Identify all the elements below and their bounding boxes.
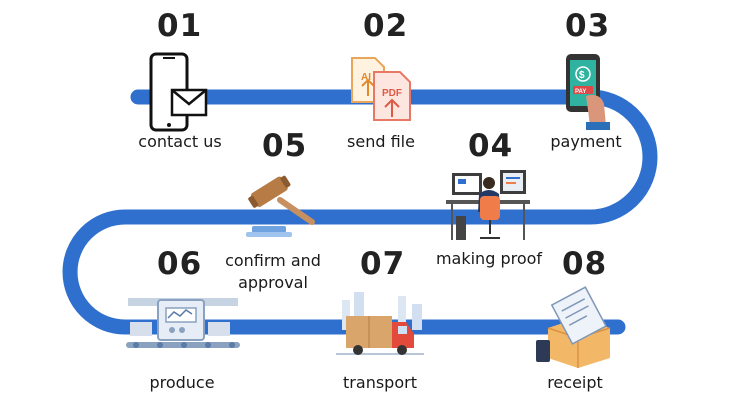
step-06-number: 06	[157, 246, 203, 282]
step-05-label: confirm and approval	[225, 251, 321, 292]
step-06-label: produce	[149, 373, 215, 392]
mobile-payment-icon: $ PAY	[566, 54, 610, 130]
factory-conveyor-icon	[126, 298, 240, 348]
designer-desk-icon	[446, 170, 530, 240]
step-03-label: payment	[550, 132, 622, 151]
phone-mail-icon	[149, 52, 208, 132]
step-01-number: 01	[157, 8, 203, 44]
step-04-number: 04	[468, 128, 514, 164]
dollar-symbol: $	[579, 70, 585, 81]
package-receipt-icon	[536, 286, 611, 368]
step-02-label: send file	[347, 132, 415, 151]
step-03-number: 03	[565, 8, 611, 44]
ai-file-text: AI	[361, 72, 371, 83]
pay-button-text: PAY	[575, 89, 586, 95]
step-07-label: transport	[343, 373, 417, 392]
winding-path	[62, 89, 658, 335]
step-08-label: receipt	[547, 373, 603, 392]
step-01-label: contact us	[138, 132, 222, 151]
step-07-number: 07	[360, 246, 406, 282]
delivery-truck-icon	[336, 292, 424, 355]
file-ai-pdf-icon: AI PDF	[351, 57, 411, 121]
step-02-number: 02	[363, 8, 409, 44]
step-08-number: 08	[562, 246, 608, 282]
pdf-file-text: PDF	[382, 88, 402, 99]
step-05-number: 05	[262, 128, 308, 164]
step-04-label: making proof	[435, 249, 543, 268]
gavel-icon	[246, 175, 315, 237]
